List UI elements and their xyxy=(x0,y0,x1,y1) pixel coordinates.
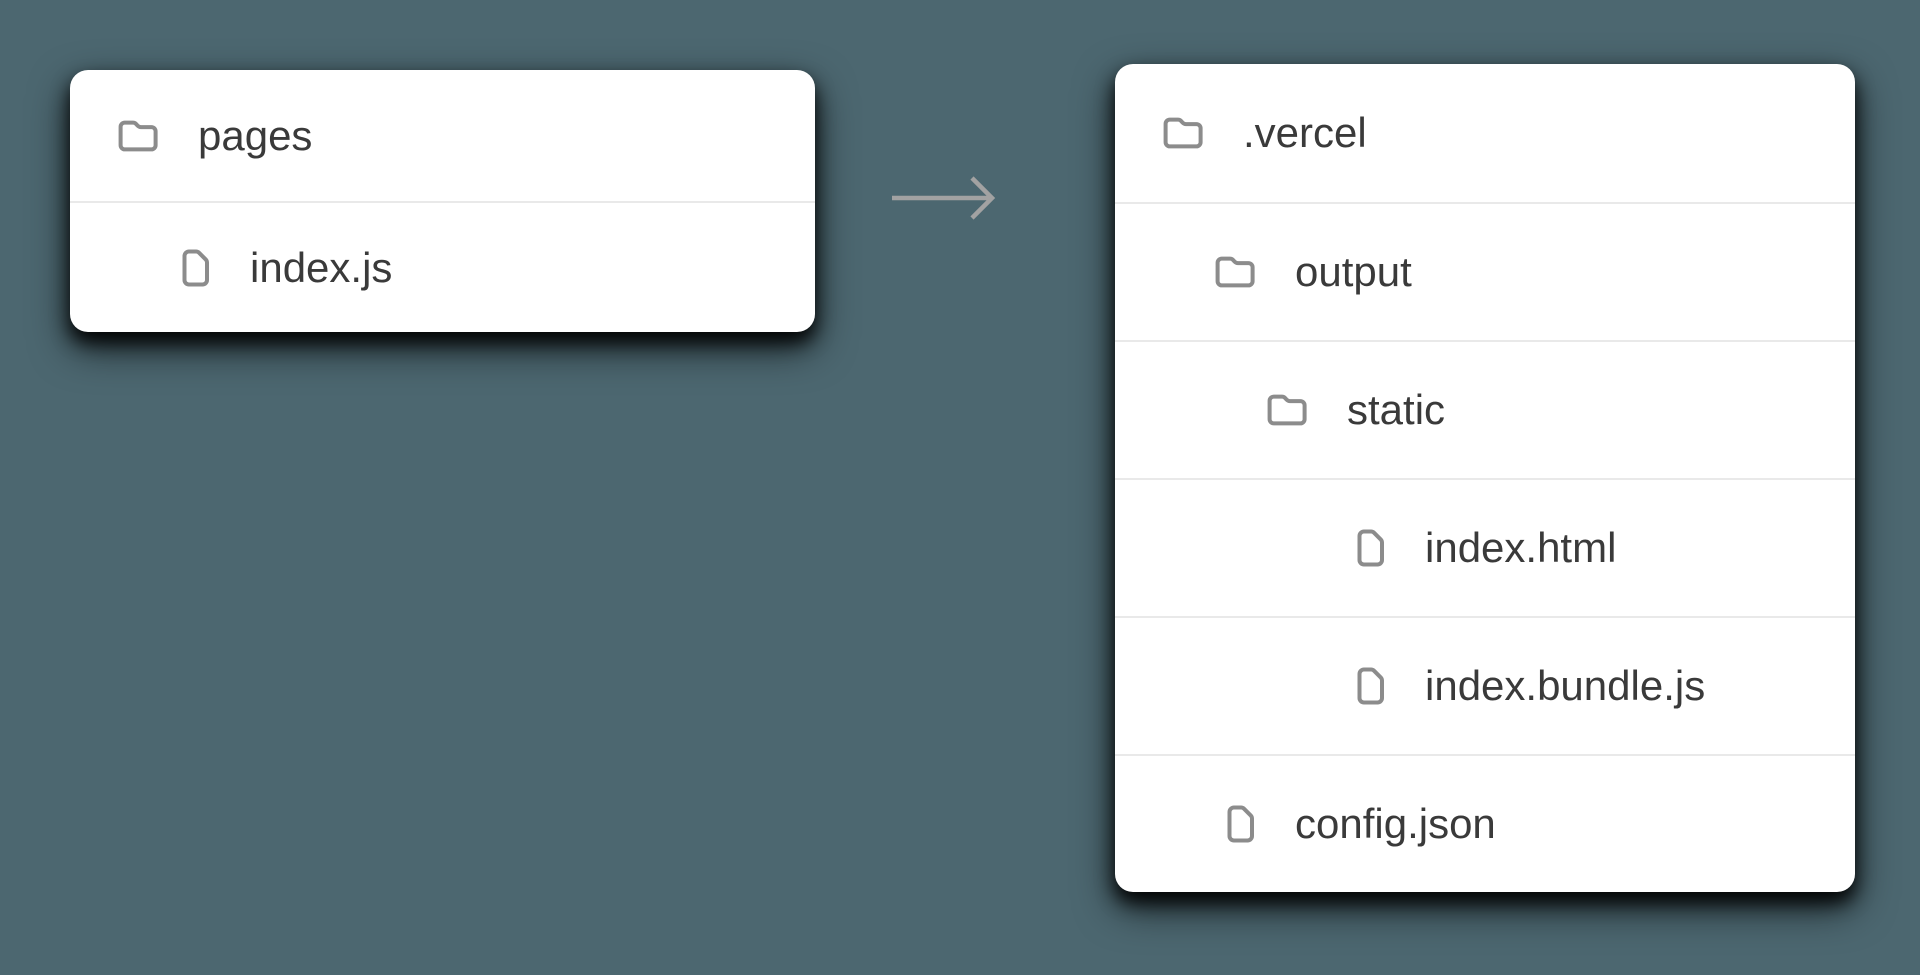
source-tree-card: pages index.js xyxy=(70,70,815,332)
output-tree-card: .vercel output static xyxy=(1115,64,1855,892)
tree-row: index.html xyxy=(1115,478,1855,616)
tree-row-label: pages xyxy=(198,111,313,159)
arrow-right-icon xyxy=(890,175,998,221)
tree-row-label: config.json xyxy=(1295,800,1496,847)
tree-row-label: .vercel xyxy=(1243,109,1367,156)
file-icon xyxy=(1357,529,1385,567)
tree-row: output xyxy=(1115,202,1855,340)
tree-row: index.bundle.js xyxy=(1115,616,1855,754)
file-icon xyxy=(1227,805,1255,843)
tree-row-label: index.html xyxy=(1425,524,1617,571)
file-icon xyxy=(182,249,210,287)
tree-row-label: static xyxy=(1347,386,1446,433)
file-icon xyxy=(1357,667,1385,705)
tree-row-label: index.js xyxy=(250,243,393,291)
tree-row: pages xyxy=(70,70,815,201)
tree-row: static xyxy=(1115,340,1855,478)
tree-row-label: index.bundle.js xyxy=(1425,662,1706,709)
folder-icon xyxy=(1163,116,1203,150)
tree-row: index.js xyxy=(70,201,815,332)
folder-icon xyxy=(118,119,158,153)
tree-row: config.json xyxy=(1115,754,1855,892)
tree-row: .vercel xyxy=(1115,64,1855,202)
folder-icon xyxy=(1267,393,1307,427)
folder-icon xyxy=(1215,255,1255,289)
tree-row-label: output xyxy=(1295,248,1412,295)
